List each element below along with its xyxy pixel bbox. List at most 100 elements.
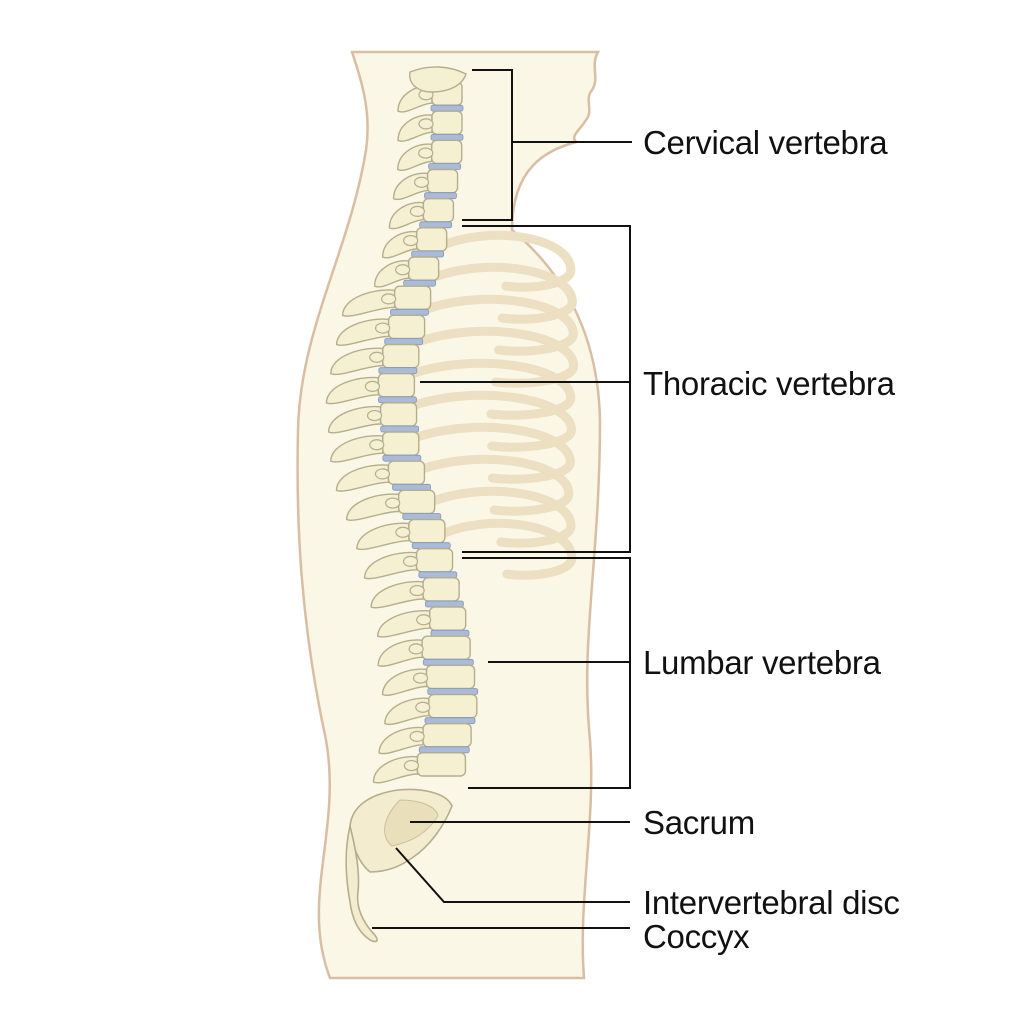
intervertebral-disc	[378, 367, 418, 375]
rib	[415, 454, 574, 516]
coccyx-bone	[345, 825, 378, 943]
thoracic-spinous-process	[325, 376, 380, 405]
thoracic-spinous-process	[330, 347, 384, 376]
thoracic-vertebra	[422, 577, 460, 602]
cervical-articular-process	[418, 147, 434, 159]
cervical-articular-process	[395, 264, 411, 276]
thoracic-spinous-process	[363, 551, 418, 580]
thoracic-spinous-process	[376, 610, 431, 638]
intervertebral-disc	[427, 688, 479, 695]
intervertebral-disc	[424, 717, 476, 725]
thoracic-vertebra	[382, 343, 420, 369]
thoracic-bracket	[462, 225, 631, 553]
thoracic-articular-process	[364, 380, 380, 393]
thoracic-vertebra	[408, 518, 446, 544]
lumbar-articular-process	[408, 643, 424, 655]
intervertebral-disc	[422, 658, 474, 666]
rib	[426, 486, 576, 548]
rib	[406, 358, 576, 420]
thoracic-articular-process	[381, 293, 397, 305]
rib	[427, 262, 577, 324]
thoracic-vertebra	[393, 285, 432, 311]
thoracic-vertebra	[428, 606, 467, 631]
label-thoracic-vertebra: Thoracic vertebra	[643, 365, 895, 402]
cervical-articular-process	[403, 234, 419, 247]
thoracic-vertebra	[379, 402, 418, 427]
lumbar-vertebra	[422, 722, 472, 748]
intervertebral-disc	[430, 133, 464, 141]
leader-lines	[372, 69, 632, 929]
lumbar-vertebra	[416, 752, 467, 777]
intervertebral-disc	[411, 250, 445, 258]
atlas-vertebra	[409, 66, 467, 93]
intervertebral-disc	[430, 104, 464, 112]
thoracic-spinous-process	[356, 522, 410, 551]
lumbar-vertebra	[425, 664, 476, 690]
intervertebral-disc	[392, 483, 431, 491]
vertebral-column	[325, 66, 479, 784]
label-coccyx: Coccyx	[643, 918, 750, 955]
label-sacrum: Sacrum	[643, 804, 755, 841]
lumbar-vertebra	[421, 635, 471, 661]
rib-cage	[406, 230, 579, 580]
rib	[419, 294, 578, 356]
thoracic-articular-process	[369, 439, 385, 451]
intervertebral-disc	[411, 542, 451, 550]
cervical-bracket	[462, 69, 513, 221]
thoracic-articular-process	[366, 409, 383, 422]
intervertebral-disc	[430, 629, 470, 637]
cervical-vertebra	[415, 227, 448, 252]
intervertebral-disc	[382, 454, 422, 462]
cervical-vertebra	[407, 256, 440, 281]
thoracic-spinous-process	[345, 493, 400, 521]
thoracic-vertebra	[382, 431, 420, 456]
lumbar-vertebra	[428, 693, 478, 719]
cervical-vertebra	[431, 139, 463, 165]
label-cervical-vertebra: Cervical vertebra	[643, 124, 888, 161]
intervertebral-disc	[424, 192, 457, 200]
rib	[437, 518, 577, 580]
thoracic-spinous-process	[341, 289, 396, 317]
intervertebral-disc	[418, 571, 458, 579]
thoracic-articular-process	[375, 322, 391, 334]
cervical-vertebra	[431, 110, 463, 136]
intervertebral-disc	[419, 221, 453, 229]
cervical-articular-process	[409, 205, 425, 218]
disc-leader	[395, 847, 630, 903]
thoracic-spinous-process	[370, 580, 424, 609]
thoracic-vertebra	[377, 372, 416, 398]
intervertebral-disc	[403, 279, 437, 287]
thoracic-vertebra	[397, 489, 436, 515]
cervical-vertebra	[426, 168, 459, 194]
thoracic-articular-process	[395, 526, 411, 538]
intervertebral-disc	[424, 600, 464, 608]
cervical-articular-process	[418, 118, 434, 130]
lumbar-articular-process	[403, 759, 420, 772]
thoracic-vertebra	[415, 547, 454, 573]
intervertebral-disc	[428, 163, 462, 170]
intervertebral-disc	[390, 308, 429, 316]
thoracic-spinous-process	[330, 435, 384, 463]
lumbar-articular-process	[409, 730, 425, 743]
thoracic-articular-process	[369, 351, 385, 363]
thoracic-articular-process	[374, 468, 391, 480]
cervical-articular-process	[413, 176, 430, 188]
lumbar-bracket	[462, 557, 631, 789]
thoracic-articular-process	[385, 497, 401, 509]
thoracic-spinous-process	[335, 318, 390, 346]
intervertebral-disc	[380, 425, 420, 433]
cervical-vertebra	[422, 197, 455, 223]
thoracic-articular-process	[409, 584, 425, 597]
label-intervertebral-disc: Intervertebral disc	[643, 884, 900, 921]
lumbar-articular-process	[412, 672, 429, 684]
rib	[407, 390, 576, 452]
thoracic-spinous-process	[327, 405, 382, 434]
label-lumbar-vertebra: Lumbar vertebra	[643, 644, 881, 681]
thoracic-vertebra	[387, 460, 426, 486]
rib	[409, 422, 575, 484]
intervertebral-disc	[384, 338, 424, 345]
thoracic-articular-process	[416, 614, 432, 626]
intervertebral-disc	[402, 513, 442, 520]
